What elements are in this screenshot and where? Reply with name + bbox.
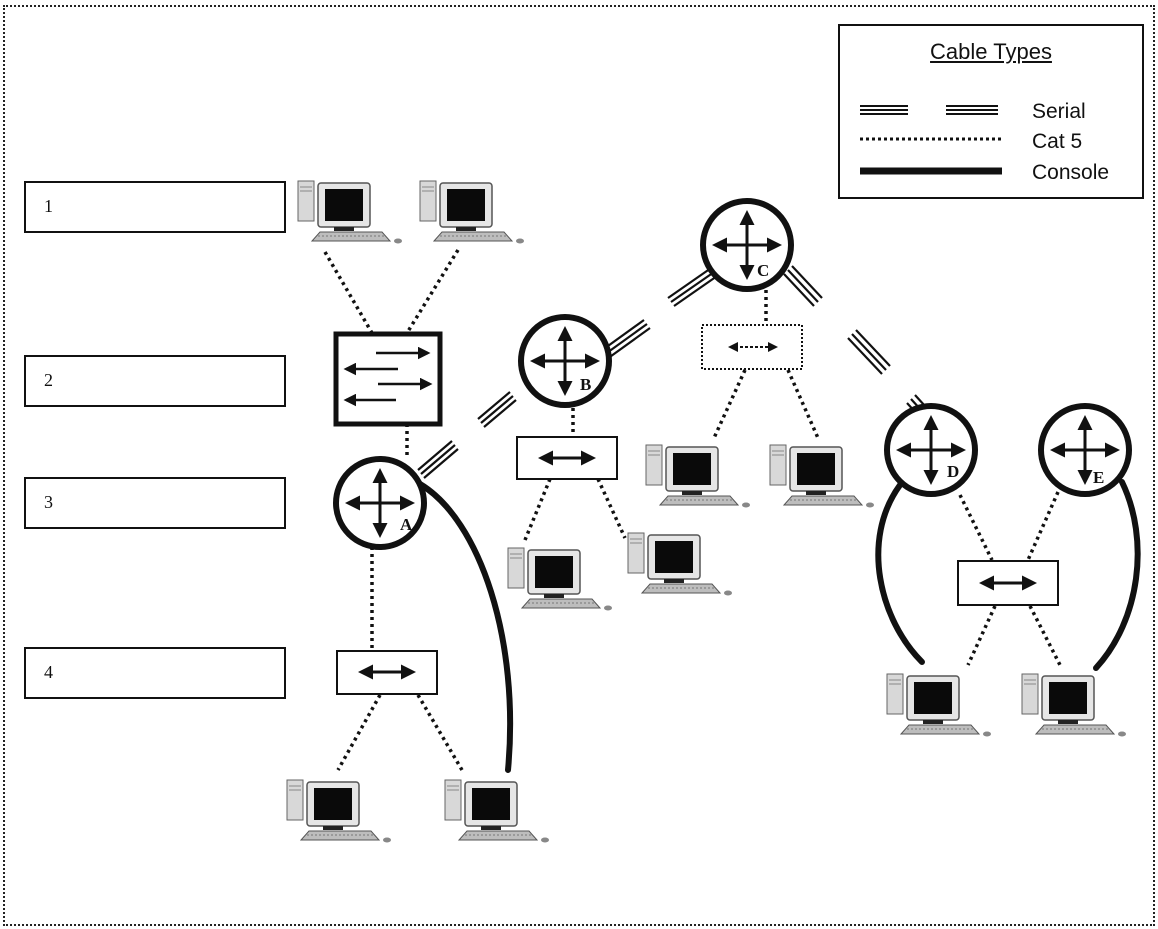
cat5-link: [416, 694, 464, 771]
diagram-frame: [3, 5, 1155, 926]
cat5-link: [966, 605, 997, 666]
computer-icon[interactable]: [645, 444, 751, 509]
computer-icon[interactable]: [627, 532, 733, 597]
router-d-label: D: [947, 462, 959, 481]
layer-label-number-3: 3: [44, 492, 53, 512]
layer-label-number-4: 4: [44, 662, 53, 682]
computer-icon[interactable]: [297, 180, 403, 245]
router-a-label: A: [400, 515, 413, 534]
computer-icon[interactable]: [886, 673, 992, 738]
layer-label-box-2[interactable]: 2: [24, 355, 286, 407]
legend-label-serial: Serial: [1032, 100, 1086, 123]
router-b-label: B: [580, 375, 591, 394]
cat5-link: [786, 369, 820, 439]
layer-label-box-1[interactable]: 1: [24, 181, 286, 233]
hub-de[interactable]: [957, 560, 1059, 606]
serial-link-c-d: [783, 265, 926, 415]
computer-icon[interactable]: [1021, 673, 1127, 738]
layer-label-number-1: 1: [44, 196, 53, 216]
router-c-label: C: [757, 261, 769, 280]
serial-swatch: [860, 105, 998, 115]
console-link-e: [1093, 479, 1141, 671]
console-link-d: [875, 482, 925, 665]
cat5-links: [323, 249, 1062, 771]
computer-icon[interactable]: [444, 779, 550, 844]
router-b[interactable]: B: [521, 317, 609, 405]
layer-label-number-2: 2: [44, 370, 53, 390]
hub-b[interactable]: [516, 436, 618, 480]
serial-link-b-c: [600, 265, 721, 360]
serial-link-a-b: [417, 391, 517, 479]
router-a[interactable]: A: [336, 459, 424, 547]
legend-title: Cable Types: [930, 39, 1052, 64]
layer-label-box-4[interactable]: 4: [24, 647, 286, 699]
cat5-link: [958, 494, 994, 561]
router-e-label: E: [1093, 468, 1104, 487]
cable-types-legend: Cable Types Serial Cat 5 Console: [838, 24, 1144, 199]
computer-icon[interactable]: [286, 779, 392, 844]
cat5-link: [712, 369, 747, 439]
router-d[interactable]: D: [887, 406, 975, 494]
console-links: [417, 479, 1141, 773]
cat5-link: [336, 694, 382, 771]
computer-icon[interactable]: [507, 547, 613, 612]
legend-label-cat5: Cat 5: [1032, 130, 1083, 153]
serial-links: [417, 265, 926, 479]
hub-c[interactable]: [701, 324, 803, 370]
router-e[interactable]: E: [1041, 406, 1129, 494]
computer-icon[interactable]: [419, 180, 525, 245]
switch-device[interactable]: [333, 331, 443, 427]
cat5-link: [1028, 605, 1062, 666]
cat5-link: [405, 249, 460, 334]
computer-icon[interactable]: [769, 444, 875, 509]
layer-label-box-3[interactable]: 3: [24, 477, 286, 529]
cat5-link: [1026, 491, 1060, 561]
cat5-link: [596, 478, 627, 539]
console-link-a: [417, 481, 514, 773]
cat5-link: [523, 478, 552, 541]
router-c[interactable]: C: [703, 201, 791, 289]
cat5-link: [323, 251, 374, 334]
legend-swatches: [860, 105, 1002, 175]
legend-label-console: Console: [1032, 161, 1110, 184]
hub-a[interactable]: [336, 650, 438, 695]
